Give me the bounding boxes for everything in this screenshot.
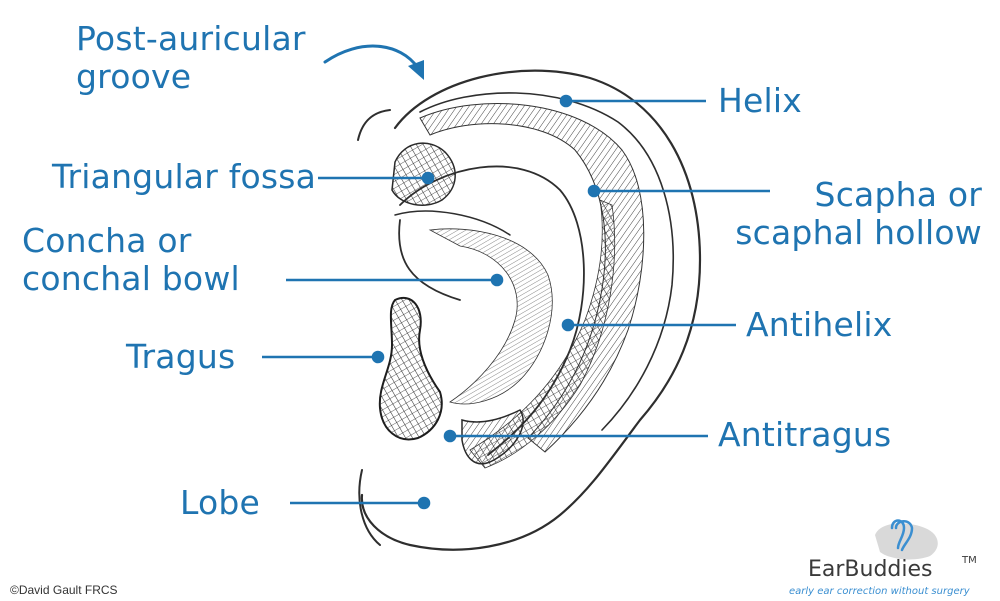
scapha-label: Scapha or scaphal hollow <box>708 176 982 252</box>
brand-name: EarBuddies <box>808 557 933 582</box>
copyright-credit: ©David Gault FRCS <box>10 583 118 597</box>
helix-label: Helix <box>718 81 802 120</box>
crus-line <box>394 210 511 236</box>
post-auricular-arrow <box>323 44 424 80</box>
leader-lines <box>262 94 770 510</box>
lobe-dot <box>417 496 431 510</box>
lobe-outline <box>358 469 381 546</box>
brand-trademark: TM <box>962 555 977 566</box>
post-auricular-groove-line-1: Post-auricular <box>76 19 306 58</box>
scapha-line-1: Scapha or <box>814 175 982 214</box>
helix-inner-line <box>419 92 675 431</box>
concha-label: Concha or conchal bowl <box>22 222 240 298</box>
post-auricular-curl <box>357 109 391 141</box>
concha-line-2: conchal bowl <box>22 259 240 298</box>
post-auricular-groove-line-2: groove <box>76 57 192 96</box>
concha-line-1: Concha or <box>22 221 192 260</box>
helix-outline <box>360 69 702 551</box>
tragus-label: Tragus <box>126 337 236 376</box>
earbuddies-logo-icon <box>875 519 938 560</box>
tragus-shape <box>378 297 443 441</box>
brand-tagline: early ear correction without surgery <box>789 586 970 597</box>
concha-dot <box>490 273 504 287</box>
triangular-fossa-dot <box>421 171 435 185</box>
triangular-fossa-label: Triangular fossa <box>52 157 317 196</box>
post-auricular-groove-label: Post-auricular groove <box>76 20 306 96</box>
ear-sketch <box>357 69 702 551</box>
lobe-label: Lobe <box>180 483 261 522</box>
antitragus-label: Antitragus <box>718 415 892 454</box>
antihelix-dot <box>561 318 575 332</box>
tragus-dot <box>371 350 385 364</box>
concha-bowl-edge <box>398 219 461 301</box>
antitragus-dot <box>443 429 457 443</box>
helix-dot <box>559 94 573 108</box>
scapha-line-2: scaphal hollow <box>735 213 982 252</box>
antihelix-label: Antihelix <box>746 305 893 344</box>
concha-shading <box>428 228 553 405</box>
scapha-dot <box>587 184 601 198</box>
